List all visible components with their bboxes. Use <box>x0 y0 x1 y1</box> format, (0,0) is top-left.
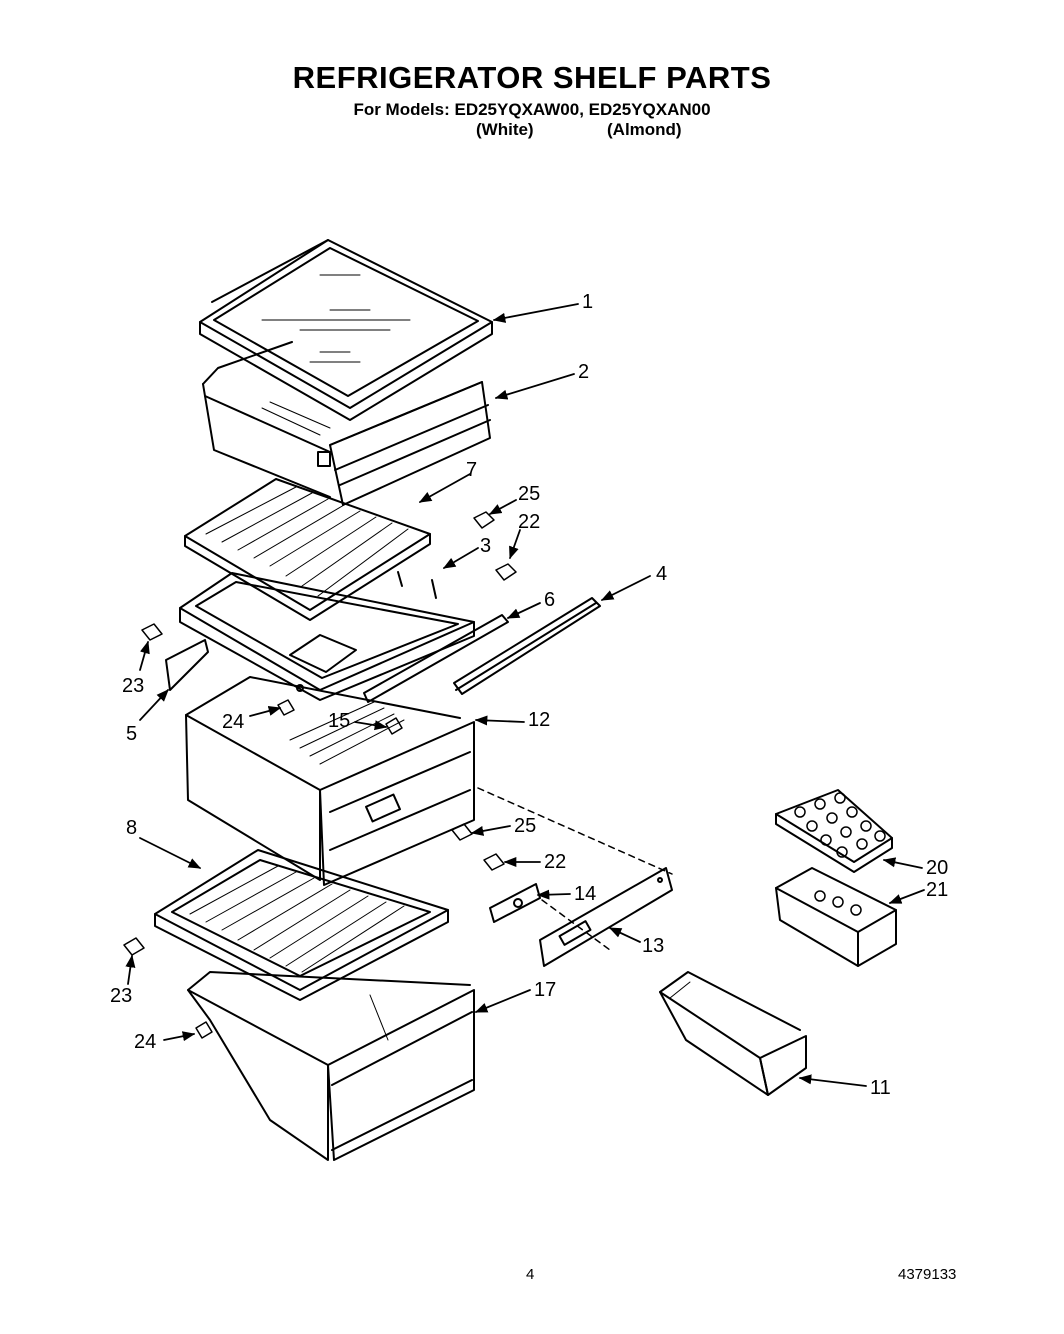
callout-22: 22 <box>518 511 540 533</box>
callout-8: 8 <box>126 817 137 839</box>
callout-5: 5 <box>126 723 137 745</box>
part-13-cover-plate <box>539 867 673 967</box>
part-17-crisper-pan <box>187 971 475 1161</box>
callout-3: 3 <box>480 535 491 557</box>
part-11-door-bin <box>659 971 807 1096</box>
callout-24: 24 <box>134 1031 156 1053</box>
callout-24: 24 <box>222 711 244 733</box>
callout-22: 22 <box>544 851 566 873</box>
callout-21: 21 <box>926 879 948 901</box>
part-14-slide <box>489 883 541 923</box>
part-4-rail <box>453 597 601 695</box>
part-6-rail <box>363 614 509 703</box>
callout-25: 25 <box>518 483 540 505</box>
page-number: 4 <box>526 1266 535 1283</box>
document-number: 4379133 <box>898 1266 957 1283</box>
dashed-guide-line <box>477 787 673 875</box>
callout-2: 2 <box>578 361 589 383</box>
part-12-crisper-drawer <box>185 676 475 886</box>
dashed-guide-line-2 <box>541 899 611 951</box>
callout-arrows <box>125 303 925 1087</box>
part-5-bracket <box>165 639 209 691</box>
part-1-glass-shelf <box>199 239 493 421</box>
part-8-lower-shelf <box>154 849 449 1001</box>
part-3-shelf-frame <box>179 571 475 701</box>
callout-14: 14 <box>574 883 596 905</box>
part-20-egg-tray <box>775 789 893 873</box>
callout-15: 15 <box>328 710 350 732</box>
callout-7: 7 <box>466 459 477 481</box>
callout-23: 23 <box>110 985 132 1007</box>
page-title: REFRIGERATOR SHELF PARTS <box>292 60 772 95</box>
callout-23: 23 <box>122 675 144 697</box>
part-2-crisper-frame <box>202 341 491 506</box>
callout-6: 6 <box>544 589 555 611</box>
models-line: For Models: ED25YQXAW00, ED25YQXAN00 <box>353 100 711 119</box>
callout-17: 17 <box>534 979 556 1001</box>
variant-white: (White) <box>476 120 534 139</box>
callout-1: 1 <box>582 291 593 313</box>
callout-20: 20 <box>926 857 948 879</box>
variant-almond: (Almond) <box>607 120 682 139</box>
callout-4: 4 <box>656 563 667 585</box>
callout-25: 25 <box>514 815 536 837</box>
callout-13: 13 <box>642 935 664 957</box>
callout-labels: 1 2 7 25 22 3 4 6 23 5 24 15 12 8 25 22 … <box>110 291 948 1099</box>
part-7-shelf-insert <box>184 478 431 621</box>
part-21-egg-bin <box>775 867 897 967</box>
callout-12: 12 <box>528 709 550 731</box>
callout-11: 11 <box>870 1077 891 1099</box>
